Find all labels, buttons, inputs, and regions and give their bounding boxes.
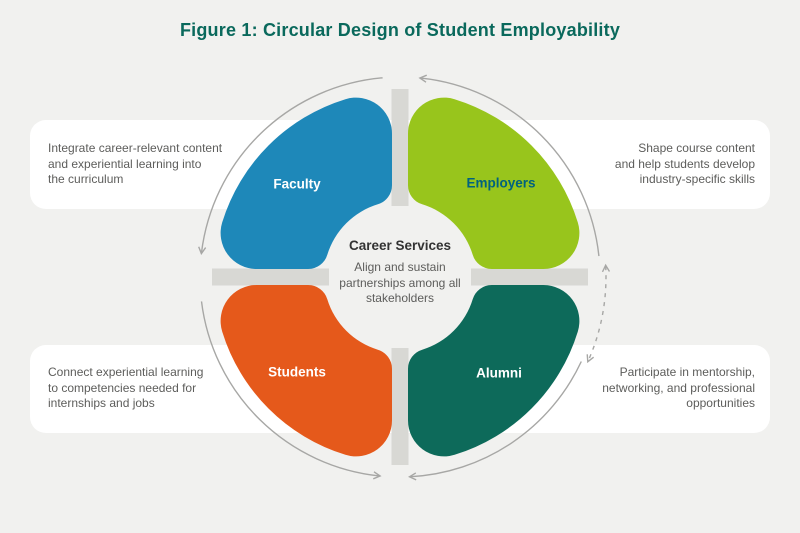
note-students: Connect experiential learning to compete… (48, 365, 204, 410)
note-alumni: Participate in mentorship, networking, a… (602, 365, 755, 410)
segment-alumni (408, 285, 580, 457)
arrow-top-right (418, 74, 600, 257)
arrow-right-dashed (586, 263, 611, 364)
segment-faculty (220, 97, 392, 269)
note-employers: Shape course content and help students d… (614, 141, 755, 186)
label-employers: Employers (466, 175, 536, 191)
hub-text: Career Services Align and sustain partne… (305, 238, 495, 307)
segment-employers (408, 97, 580, 269)
note-faculty: Integrate career-relevant content and ex… (48, 141, 223, 186)
cycle-arrows (198, 74, 611, 481)
arrow-top-left (198, 77, 383, 256)
hub-body: Align and sustain partnerships among all… (339, 260, 461, 305)
arrow-bottom-right (408, 361, 582, 481)
figure-title: Figure 1: Circular Design of Student Emp… (179, 20, 621, 40)
hub-heading: Career Services (348, 238, 452, 253)
label-students: Students (268, 364, 326, 380)
label-faculty: Faculty (273, 176, 321, 192)
label-alumni: Alumni (476, 365, 522, 381)
segment-students (220, 285, 392, 457)
segment-connectors (212, 89, 588, 465)
arrow-bottom-left (200, 301, 382, 480)
